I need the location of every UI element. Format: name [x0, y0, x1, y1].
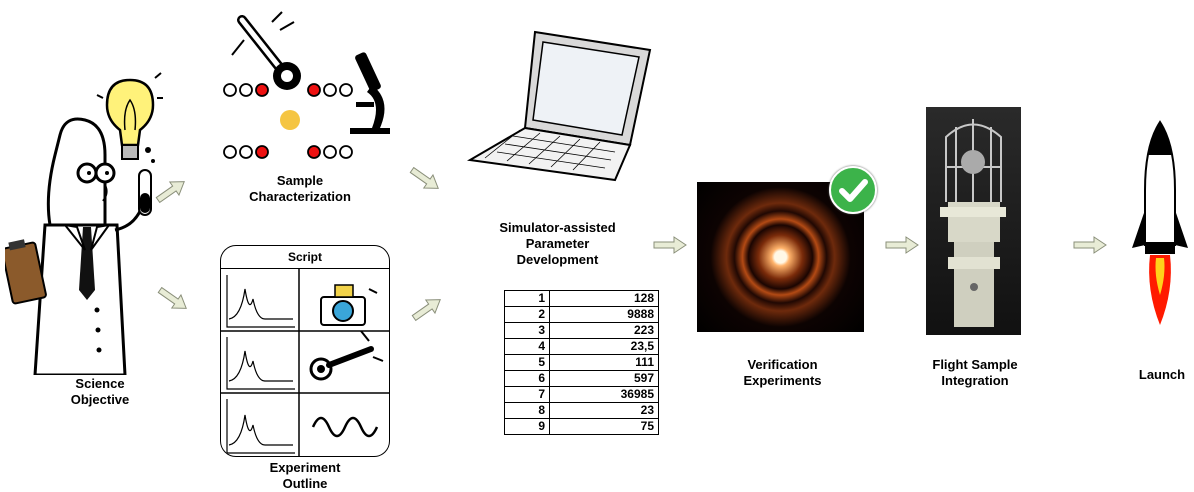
arrow-outline-to-sim: [408, 292, 446, 326]
script-panel: Script: [220, 245, 390, 457]
row-value: 223: [549, 322, 659, 339]
sample-holder-icon: [940, 119, 1006, 327]
simulator-line3: Development: [516, 252, 599, 267]
row-index: 4: [504, 338, 550, 355]
verification-line2: Experiments: [743, 373, 822, 388]
experiment-outline-line2: Outline: [282, 476, 328, 491]
row-index: 7: [504, 386, 550, 403]
sample-characterization-label: Sample Characterization: [225, 173, 375, 205]
verified-check-badge: [829, 166, 877, 214]
rocket-illustration: [1130, 120, 1190, 340]
row-value: 597: [549, 370, 659, 387]
lightbulb-icon: [96, 72, 163, 160]
simulator-line2: Parameter: [525, 236, 590, 251]
flight-sample-line1: Flight Sample: [932, 357, 1018, 372]
row-value: 75: [549, 418, 659, 435]
launch-line1: Launch: [1138, 367, 1186, 382]
row-value: 23,5: [549, 338, 659, 355]
rocket-icon: [1132, 120, 1188, 325]
experiment-outline-line1: Experiment: [269, 460, 341, 475]
launch-label: Launch: [1130, 367, 1194, 383]
row-index: 8: [504, 402, 550, 419]
sample-characterization-illustration: [222, 10, 392, 170]
scientist-icon: [5, 117, 155, 375]
row-index: 3: [504, 322, 550, 339]
camera-icon: [320, 284, 378, 326]
science-objective-line1: Science: [75, 376, 125, 391]
flight-sample-label: Flight Sample Integration: [905, 357, 1045, 389]
lightbulb-illustration: [95, 70, 165, 170]
row-value: 111: [549, 354, 659, 371]
sample-characterization-line1: Sample: [276, 173, 324, 188]
science-objective-label: Science Objective: [50, 376, 150, 408]
arrow-flight-to-launch: [1073, 236, 1107, 254]
checkmark-icon: [839, 179, 868, 202]
script-grid: [221, 269, 389, 456]
arrow-characterization-to-sim: [406, 162, 444, 196]
script-title: Script: [221, 246, 389, 269]
science-objective-line2: Objective: [70, 392, 130, 407]
laptop-icon: [466, 30, 652, 182]
row-value: 9888: [549, 306, 659, 323]
thermometer-icon: [309, 330, 384, 381]
wave-icon: [311, 416, 379, 438]
flight-sample-photo: [926, 107, 1021, 335]
verification-label: Verification Experiments: [710, 357, 855, 389]
simulator-line1: Simulator-assisted: [499, 220, 616, 235]
row-index: 9: [504, 418, 550, 435]
scientist-illustration: [5, 75, 175, 375]
verification-line1: Verification: [747, 357, 818, 372]
experiment-outline-label: Experiment Outline: [240, 460, 370, 492]
row-index: 1: [504, 290, 550, 307]
simulator-label: Simulator-assisted Parameter Development: [485, 220, 630, 268]
arrow-sim-to-verification: [653, 236, 687, 254]
row-index: 2: [504, 306, 550, 323]
laptop-illustration: [465, 30, 655, 190]
row-index: 6: [504, 370, 550, 387]
row-value: 128: [549, 290, 659, 307]
row-value: 36985: [549, 386, 659, 403]
atoms-icon: [223, 11, 390, 159]
row-index: 5: [504, 354, 550, 371]
row-value: 23: [549, 402, 659, 419]
microscope-icon: [350, 52, 390, 134]
sample-characterization-line2: Characterization: [249, 189, 351, 204]
thermometer-icon: [231, 11, 301, 90]
arrow-verification-to-flight: [885, 236, 919, 254]
flight-sample-line2: Integration: [941, 373, 1009, 388]
